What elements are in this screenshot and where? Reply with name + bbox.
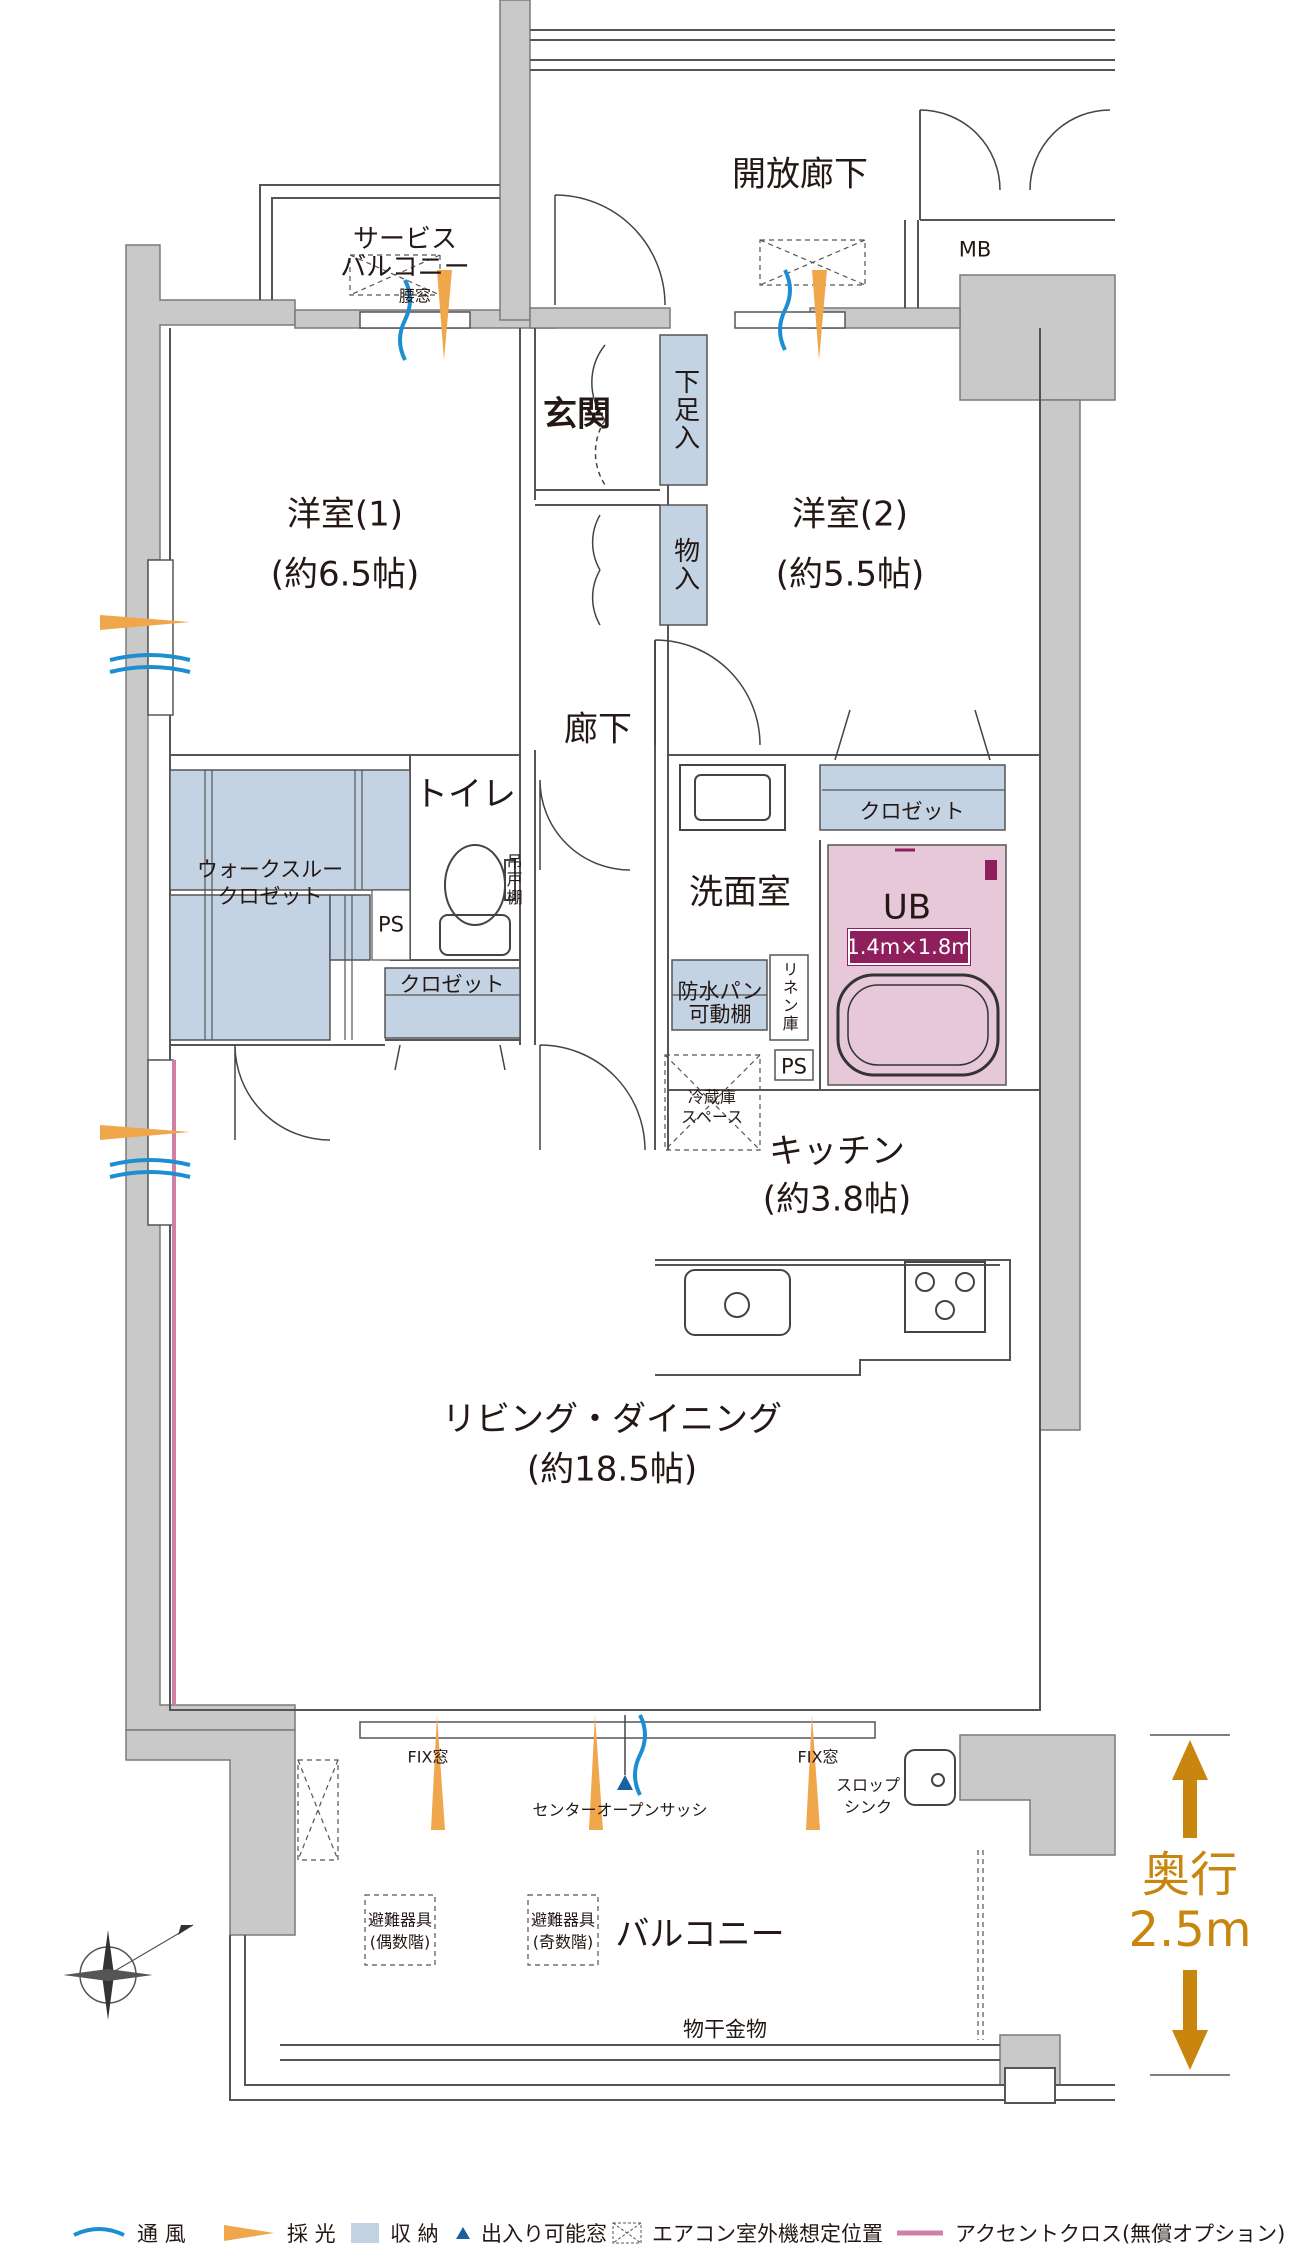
slop-sink-line1: スロップ (835, 1775, 901, 1795)
door-swings (234, 109, 1111, 1151)
open-corridor-label: 開放廊下 (732, 154, 868, 195)
legend-ventilation-label: 通 風 (137, 2222, 186, 2246)
linen-label: リネン庫 (779, 961, 799, 1033)
legend-accent-cloth-label: アクセントクロス(無償オプション) (955, 2222, 1286, 2246)
ac-unit-icon (612, 2222, 642, 2244)
exit-window-marker (617, 1775, 633, 1790)
shoe-box-label: 下足入 (669, 368, 700, 452)
daylight-markers (100, 270, 827, 1830)
kitchen-name: キッチン (769, 1131, 905, 1172)
fridge-line1: 冷蔵庫 (687, 1087, 737, 1107)
fix-window-left-label: FIX窓 (407, 1747, 449, 1767)
legend-ventilation: 通 風 (72, 2218, 186, 2248)
legend-exit-window-label: 出入り可能窓 (481, 2222, 607, 2246)
closet-left-label: クロゼット (399, 972, 505, 997)
slop-sink-line2: シンク (843, 1797, 893, 1817)
legend-ac-unit-label: エアコン室外機想定位置 (652, 2222, 883, 2246)
fridge-space (664, 1054, 761, 1151)
exterior-walls (125, 0, 1116, 2086)
ventilation-icon (73, 2227, 125, 2237)
depth-value: 2.5m (1128, 1902, 1252, 1958)
fridge-line2: スペース (680, 1107, 744, 1127)
kitchen-sink (684, 1269, 791, 1336)
linen-cabinet (769, 954, 809, 1041)
service-balcony-line1: サービス (352, 224, 458, 255)
service-balcony-line2: バルコニー (340, 252, 470, 283)
western-room-2-name: 洋室(2) (791, 494, 909, 535)
drying-rod-label: 物干金物 (683, 2017, 767, 2042)
kitchen-size: (約3.8帖) (762, 1179, 912, 1220)
outline-lines (229, 29, 1115, 2101)
washbasin (679, 764, 786, 831)
western-room-1-name: 洋室(1) (286, 494, 404, 535)
ub-size-badge: 1.4m×1.8m (846, 928, 972, 966)
toilet-bowl (439, 844, 516, 956)
storage-room-label: 物入 (669, 537, 700, 593)
legend-daylight-label: 採 光 (287, 2222, 336, 2246)
center-sash-label: センターオープンサッシ (532, 1800, 708, 1820)
ps-left-label: PS (378, 912, 404, 937)
fix-window-right-label: FIX窓 (797, 1747, 839, 1767)
entrance-label: 玄関 (543, 394, 611, 435)
hallway-label: 廊下 (564, 709, 632, 750)
closet-right-label: クロゼット (859, 799, 965, 824)
ps-right-box (774, 1049, 814, 1081)
windows (147, 311, 876, 1739)
slop-sink (904, 1749, 956, 1806)
compass-icon (63, 1924, 194, 2020)
living-name: リビング・ダイニング (442, 1399, 782, 1440)
legend: 通 風 採 光 収 納 出入り可能窓 エアコン室外機想定位置 アクセントクロス(… (0, 2218, 1299, 2248)
western-room-2-size: (約5.5帖) (775, 554, 925, 595)
waterproof-line2: 可動棚 (688, 1002, 752, 1027)
escape-odd-line1: 避難器具 (530, 1910, 596, 1930)
storage-swatch-icon (351, 2223, 379, 2243)
legend-daylight: 採 光 (222, 2218, 336, 2248)
living-size: (約18.5帖) (526, 1449, 698, 1490)
depth-label: 奥行 (1141, 1847, 1239, 1903)
hanging-shelf-label: 吊戸棚 (503, 853, 523, 907)
walk-through-line1: ウォークスルー (196, 857, 344, 882)
ub-label: UB (882, 887, 932, 928)
escape-even-line1: 避難器具 (367, 1910, 433, 1930)
ps-right-label: PS (781, 1054, 807, 1079)
exit-window-icon (456, 2227, 470, 2239)
ac-unit-positions (297, 239, 984, 2040)
toilet-label: トイレ (414, 774, 516, 815)
depth-arrows (1150, 1734, 1230, 2076)
kitchen-stove (904, 1261, 986, 1333)
legend-exit-window: 出入り可能窓 (455, 2218, 607, 2248)
mb-meter-box (1004, 2067, 1056, 2104)
accent-cloth-icon (897, 2230, 943, 2236)
mb-label: MB (958, 237, 992, 262)
daylight-icon (224, 2225, 274, 2241)
unit-bath (827, 844, 1007, 1086)
escape-odd-line2: (奇数階) (532, 1932, 594, 1952)
balcony-label: バルコニー (615, 1914, 785, 1955)
legend-storage: 収 納 (350, 2218, 439, 2248)
legend-ac-unit: エアコン室外機想定位置 (612, 2218, 883, 2248)
legend-storage-label: 収 納 (390, 2222, 439, 2246)
western-room-1-size: (約6.5帖) (270, 554, 420, 595)
wic-dividers (204, 770, 1005, 1040)
ventilation-markers (109, 269, 792, 1796)
washroom-label: 洗面室 (689, 872, 791, 913)
escape-even-line2: (偶数階) (369, 1932, 431, 1952)
legend-accent-cloth: アクセントクロス(無償オプション) (895, 2218, 1285, 2248)
storage-areas (169, 334, 1006, 1041)
waterproof-line1: 防水パン (677, 979, 763, 1004)
walk-through-line2: クロゼット (217, 884, 323, 909)
waist-window-label: 腰窓 (398, 286, 432, 306)
